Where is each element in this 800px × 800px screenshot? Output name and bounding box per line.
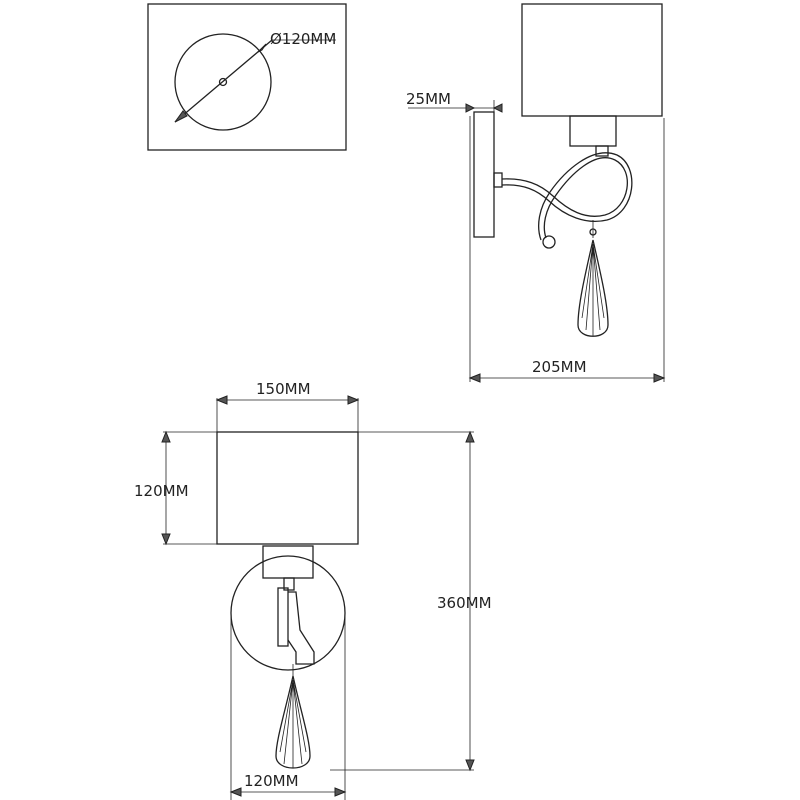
arrowhead xyxy=(465,103,476,113)
arrowhead xyxy=(161,430,171,443)
front-arm-curve xyxy=(287,591,315,665)
side-view: 25MM 205MM xyxy=(406,3,666,383)
arrowhead xyxy=(653,373,666,383)
side-socket-neck xyxy=(595,145,609,157)
side-reading-lamp-head xyxy=(542,235,556,249)
side-curved-arm-inner xyxy=(501,152,633,241)
depth-label: 25MM xyxy=(406,90,451,108)
arrowhead xyxy=(334,787,347,797)
center-hole xyxy=(218,77,228,87)
side-crystal-drop xyxy=(577,239,609,337)
front-arm xyxy=(277,587,289,647)
front-socket-cup xyxy=(262,545,314,579)
top-view: Ø120MM xyxy=(147,3,347,151)
arrowhead xyxy=(161,533,171,546)
side-wall-plate xyxy=(473,111,495,238)
front-shade xyxy=(216,431,359,545)
side-socket-cup xyxy=(569,115,617,147)
total-height-label: 360MM xyxy=(437,594,492,612)
side-crystal-facets xyxy=(581,243,605,336)
shade-width-label: 150MM xyxy=(256,380,311,398)
front-view: 150MM 120MM 360MM 120MM xyxy=(134,380,492,800)
arrowhead xyxy=(215,395,228,405)
arrowhead xyxy=(465,759,475,772)
arrowhead xyxy=(465,430,475,443)
base-width-label: 120MM xyxy=(244,772,299,790)
width-label: 205MM xyxy=(532,358,587,376)
diameter-label: Ø120MM xyxy=(270,30,336,48)
front-crystal-facets xyxy=(279,679,307,768)
arrowhead xyxy=(347,395,360,405)
arrowhead xyxy=(468,373,481,383)
arrowhead xyxy=(492,103,503,113)
side-shade xyxy=(521,3,663,117)
front-socket-neck xyxy=(283,577,295,591)
diameter-leader-line xyxy=(174,39,273,123)
base-plate-circle xyxy=(174,33,272,131)
arrowhead xyxy=(229,787,242,797)
side-plate-knob xyxy=(493,172,503,188)
arrowhead xyxy=(257,43,267,53)
top-view-frame xyxy=(147,3,347,151)
side-curved-arm xyxy=(501,157,628,239)
arrowhead xyxy=(174,110,188,123)
shade-height-label: 120MM xyxy=(134,482,189,500)
side-crystal-ring xyxy=(589,228,597,236)
